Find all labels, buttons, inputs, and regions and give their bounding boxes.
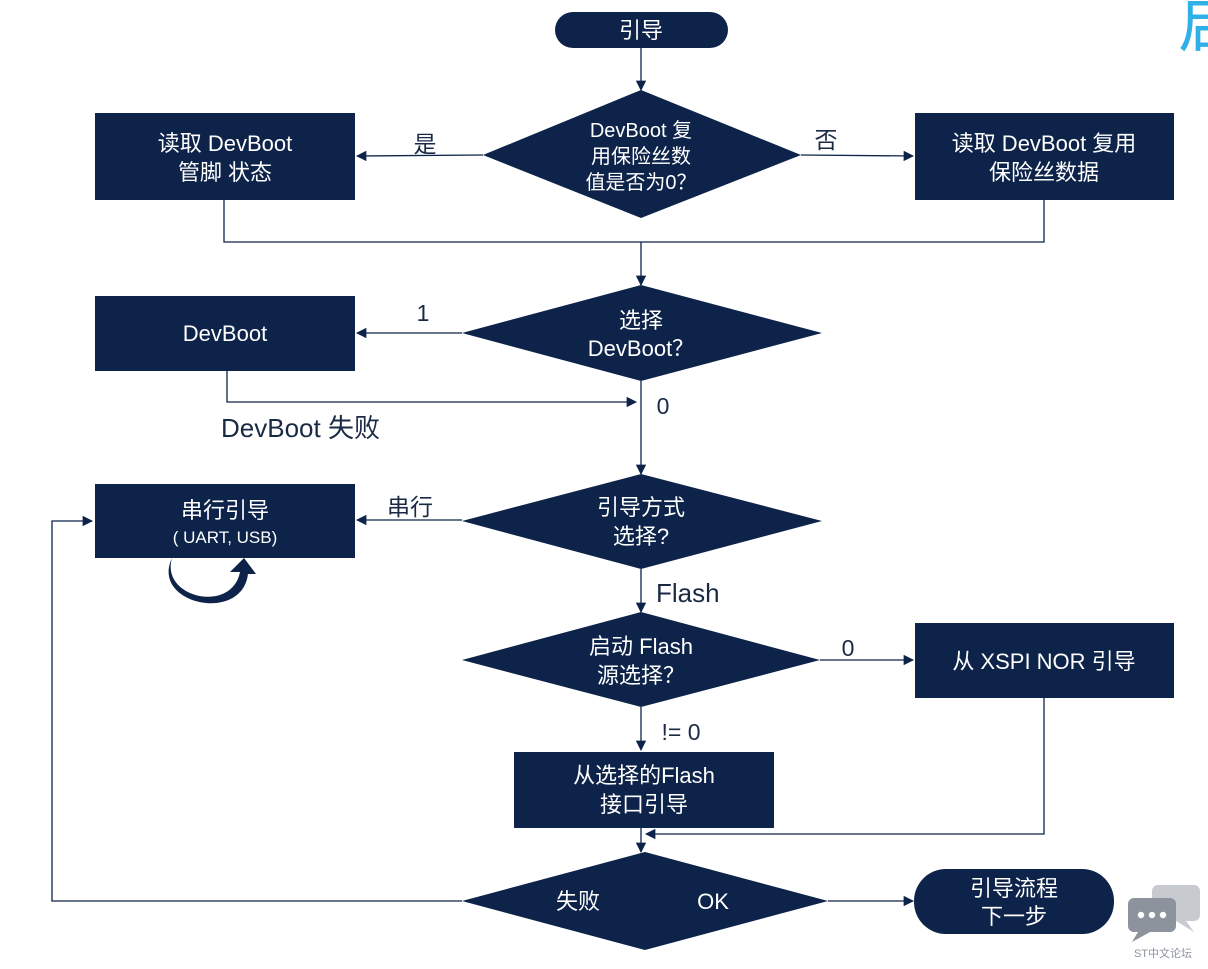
edge-devboot-fail [226, 371, 638, 408]
selected-flash-line-1: 从选择的Flash [573, 763, 715, 788]
edge-label-no: 否 [815, 127, 838, 153]
node-next-step: 引导流程 下一步 [914, 869, 1114, 934]
edge-yes [355, 150, 484, 162]
node-read-devboot-fuse: 读取 DevBoot 复用 保险丝数据 [915, 113, 1174, 200]
node-read-devboot-pin: 读取 DevBoot 管脚 状态 [95, 113, 355, 200]
devboot-label: DevBoot [183, 321, 267, 346]
next-step-line-1: 引导流程 [970, 876, 1058, 901]
fuse-decision-line-2: 用保险丝数 [591, 145, 691, 168]
edge-label-zero-xspi: 0 [842, 635, 855, 661]
select-devboot-line-1: 选择 [619, 308, 663, 333]
node-start: 引导 [555, 12, 728, 48]
edge-merge-read [223, 200, 1045, 243]
xspi-nor-label: 从 XSPI NOR 引导 [952, 649, 1135, 674]
serial-boot-line-2: ( UART, USB) [173, 528, 278, 547]
result-fail-label: 失败 [556, 889, 600, 914]
node-flash-source-decision: 启动 Flash 源选择？ [462, 612, 820, 707]
corner-title-fragment: 启 [1178, 0, 1208, 62]
result-ok-label: OK [697, 889, 729, 914]
edge-no [800, 150, 915, 162]
selected-flash-line-2: 接口引导 [600, 792, 688, 817]
next-step-line-2: 下一步 [981, 904, 1047, 929]
node-boot-mode-decision: 引导方式 选择? [462, 474, 822, 569]
node-selected-flash-boot: 从选择的Flash 接口引导 [514, 752, 774, 828]
read-fuse-line-1: 读取 DevBoot 复用 [952, 131, 1137, 156]
read-pin-line-1: 读取 DevBoot [158, 131, 293, 156]
fuse-decision-line-1: DevBoot 复 [590, 119, 692, 142]
fuse-decision-line-3: 值是否为0？ [585, 171, 696, 194]
boot-mode-line-1: 引导方式 [597, 495, 685, 520]
edge-label-zero: 0 [657, 393, 670, 419]
logo-text: ST中文论坛 [1134, 946, 1192, 960]
node-select-devboot-decision: 选择 DevBoot？ [462, 285, 822, 381]
edge-fail-loop [51, 515, 462, 902]
edge-label-serial: 串行 [387, 494, 433, 520]
read-fuse-line-2: 保险丝数据 [989, 160, 1099, 185]
serial-retry-loop-icon [168, 558, 256, 604]
node-result-decision: 失败 OK [462, 852, 828, 950]
serial-boot-line-1: 串行引导 [181, 498, 269, 523]
edge-label-flash: Flash [656, 578, 720, 608]
edge-label-yes: 是 [414, 131, 437, 157]
node-start-label: 引导 [619, 18, 663, 43]
chat-bubbles-icon [1128, 885, 1200, 942]
edge-label-one: 1 [417, 300, 430, 326]
boot-mode-line-2: 选择? [613, 524, 669, 549]
flash-source-line-1: 启动 Flash [589, 634, 693, 659]
node-devboot: DevBoot [95, 296, 355, 371]
connectors [51, 48, 1045, 907]
edge-label-devboot-fail: DevBoot 失败 [221, 413, 380, 443]
select-devboot-line-2: DevBoot？ [588, 336, 694, 361]
node-serial-boot: 串行引导 ( UART, USB) [95, 484, 355, 558]
flash-source-line-2: 源选择？ [597, 663, 685, 688]
edge-label-not-zero: != 0 [661, 719, 700, 745]
read-pin-line-2: 管脚 状态 [178, 160, 272, 185]
node-xspi-nor-boot: 从 XSPI NOR 引导 [915, 623, 1174, 698]
edge-xspi-return [644, 698, 1045, 840]
node-devboot-fuse-decision: DevBoot 复 用保险丝数 值是否为0？ [483, 90, 801, 218]
